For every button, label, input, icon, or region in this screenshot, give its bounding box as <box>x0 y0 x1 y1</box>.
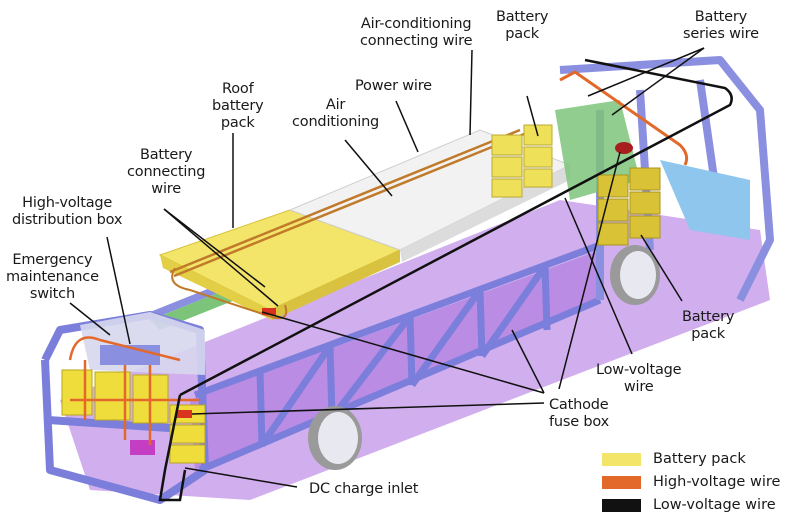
side-frame-lower <box>190 250 600 470</box>
label-line: battery <box>212 98 264 114</box>
rear-fuse <box>176 410 192 418</box>
label-line: connecting <box>127 164 206 180</box>
label-low-voltage-wire: Low-voltage wire <box>596 362 682 396</box>
label-battery-connecting-wire: Battery connecting wire <box>127 147 205 198</box>
label-line: High-voltage <box>22 195 113 211</box>
label-line: pack <box>691 326 725 342</box>
legend-item-low-voltage-wire: Low-voltage wire <box>602 495 780 515</box>
label-cathode-fuse-box: Cathode fuse box <box>549 397 609 431</box>
label-line: Air-conditioning <box>360 16 472 32</box>
front-wheel <box>610 245 660 305</box>
label-hv-distribution-box: High-voltage distribution box <box>12 195 122 229</box>
label-air-conditioning: Air conditioning <box>292 97 379 131</box>
battery-series-wire <box>559 70 689 166</box>
front-roof-battery-stack <box>491 124 553 198</box>
label-roof-battery-pack: Roof battery pack <box>212 81 264 132</box>
label-dc-charge-inlet: DC charge inlet <box>309 481 418 498</box>
legend-item-high-voltage-wire: High-voltage wire <box>602 472 780 492</box>
legend-swatch <box>602 452 641 466</box>
label-battery-pack-top: Battery pack <box>496 9 548 43</box>
label-line: wire <box>623 379 654 395</box>
roof-fuse <box>262 308 276 315</box>
label-line: Battery <box>496 9 549 25</box>
label-line: connecting wire <box>360 33 473 49</box>
label-line: Roof <box>222 81 254 97</box>
ac-unit-front <box>400 165 570 262</box>
label-line: distribution box <box>12 212 123 228</box>
rear-hv-wiring <box>68 336 200 445</box>
label-line: pack <box>220 115 255 131</box>
frame-struts <box>193 241 602 474</box>
label-line: maintenance <box>6 269 99 285</box>
label-line: wire <box>151 181 181 197</box>
label-emergency-switch: Emergency maintenance switch <box>6 252 99 303</box>
label-line: pack <box>505 26 539 42</box>
roof-connecting-wire <box>171 267 288 320</box>
label-line: Emergency <box>12 252 93 268</box>
side-battery-stack <box>597 167 661 246</box>
leader-lines <box>69 47 705 488</box>
label-line: Battery <box>139 147 193 163</box>
label-line: series wire <box>683 26 759 42</box>
label-line: Low-voltage <box>596 362 682 378</box>
label-ac-connecting-wire: Air-conditioning connecting wire <box>360 16 472 50</box>
cab-blue-panel <box>660 160 750 240</box>
label-line: Air <box>325 97 346 113</box>
label-line: Power wire <box>355 78 432 94</box>
label-line: conditioning <box>292 114 380 130</box>
label-battery-pack-right: Battery pack <box>682 309 734 343</box>
cathode-fuse-top <box>615 142 633 154</box>
rear-wheel <box>308 406 362 470</box>
low-voltage-wiring <box>158 58 733 502</box>
legend: Battery pack High-voltage wire Low-volta… <box>602 449 780 518</box>
label-line: switch <box>29 286 75 302</box>
legend-swatch <box>602 475 641 489</box>
label-line: Battery <box>682 309 735 325</box>
roof-battery-pack-front <box>270 250 400 320</box>
label-line: Cathode <box>549 397 609 413</box>
legend-item-battery-pack: Battery pack <box>602 449 780 469</box>
roof-hv-wires <box>169 128 525 278</box>
legend-label: Low-voltage wire <box>653 497 776 513</box>
label-line: DC charge inlet <box>309 481 419 497</box>
label-line: fuse box <box>549 414 609 430</box>
label-line: Battery <box>694 9 748 25</box>
legend-label: High-voltage wire <box>653 474 781 490</box>
legend-label: Battery pack <box>653 451 746 467</box>
label-power-wire: Power wire <box>355 78 432 95</box>
legend-swatch <box>602 498 641 512</box>
label-battery-series-wire: Battery series wire <box>683 9 759 43</box>
